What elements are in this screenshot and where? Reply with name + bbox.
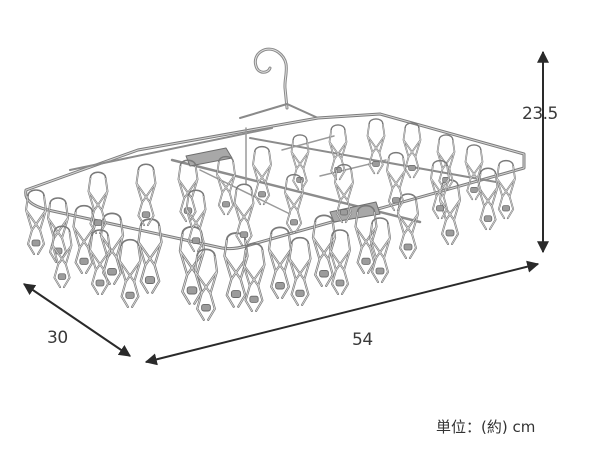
height-dimension-label: 23.5	[522, 104, 558, 124]
clothes-peg	[386, 151, 406, 212]
clothes-peg	[334, 163, 354, 224]
clothes-pegs	[25, 118, 516, 321]
width-dimension-label: 54	[352, 330, 373, 350]
clothes-peg	[328, 124, 348, 181]
clothes-peg	[118, 238, 142, 308]
clothes-peg	[288, 236, 312, 306]
clothes-peg	[464, 144, 484, 201]
clothes-peg	[135, 163, 157, 227]
clothes-peg	[216, 155, 236, 216]
clothes-peg	[51, 225, 73, 289]
clothes-peg	[89, 229, 111, 295]
clothes-peg	[430, 159, 450, 220]
clothes-peg	[402, 122, 422, 179]
depth-arrow	[23, 283, 131, 357]
clothes-peg	[284, 173, 304, 234]
clothes-peg	[366, 118, 386, 175]
clothes-peg	[87, 171, 109, 235]
clothes-peg	[233, 183, 255, 247]
unit-note: 単位：(約) cm	[436, 418, 536, 436]
dimension-arrows	[23, 50, 549, 366]
clothes-peg	[496, 159, 516, 220]
clothes-peg	[477, 167, 499, 231]
clothes-peg	[72, 204, 96, 274]
hanger-hook	[239, 47, 319, 119]
clothes-peg	[439, 179, 461, 245]
width-arrow	[144, 260, 540, 366]
clothes-peg	[252, 145, 272, 206]
clothes-peg	[185, 189, 207, 253]
clothes-peg	[369, 217, 391, 283]
clothes-peg	[397, 193, 419, 259]
depth-dimension-label: 30	[47, 328, 68, 348]
clothes-peg	[25, 189, 47, 255]
clothes-peg	[177, 159, 199, 223]
